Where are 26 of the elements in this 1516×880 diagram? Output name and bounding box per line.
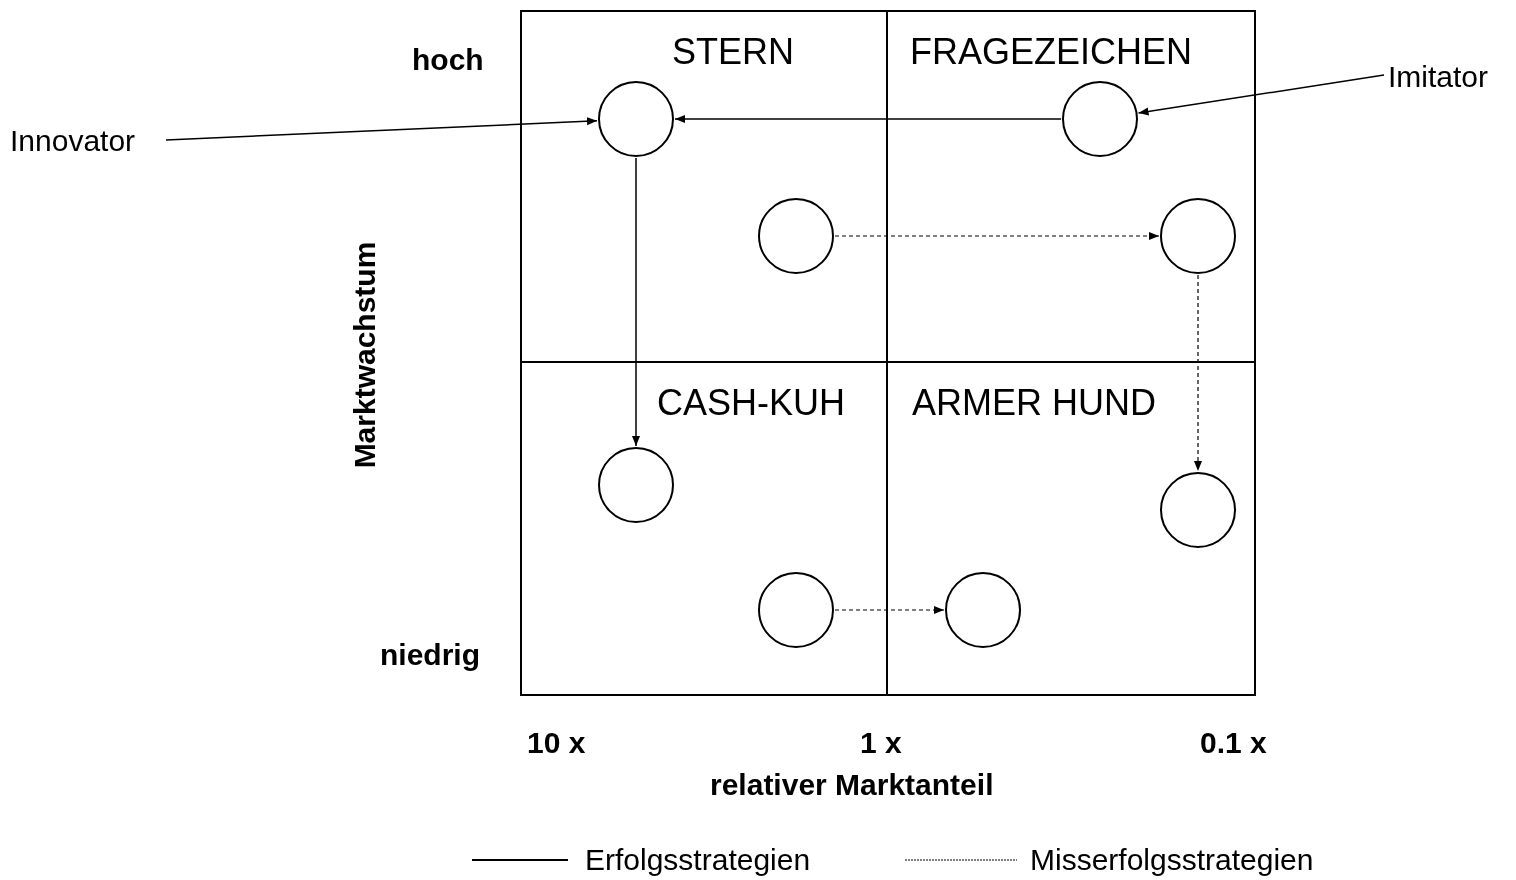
arrow <box>674 115 1062 123</box>
arrow <box>632 157 640 447</box>
callout-label: Innovator <box>10 126 136 156</box>
quadrant-box <box>886 361 1256 696</box>
quadrant-title: FRAGEZEICHEN <box>910 34 1193 70</box>
arrow <box>1194 274 1202 472</box>
axis-label: hoch <box>412 45 484 75</box>
quadrant-box <box>886 10 1256 363</box>
axis-label: niedrig <box>380 640 480 670</box>
tick-label: 1 x <box>860 728 902 758</box>
quadrant-box <box>520 361 888 696</box>
tick-label: 10 x <box>527 728 586 758</box>
legend-label: Misserfolgsstrategien <box>1030 845 1314 875</box>
quadrant-title: STERN <box>672 34 794 70</box>
leader-arrow <box>1137 74 1385 116</box>
callout-label: Imitator <box>1388 62 1489 92</box>
axis-title: relativer Marktanteil <box>710 770 994 800</box>
quadrant-box <box>520 10 888 363</box>
leader-arrow <box>165 117 598 141</box>
arrow <box>834 606 945 614</box>
tick-label: 0.1 x <box>1200 728 1267 758</box>
arrow <box>834 232 1160 240</box>
quadrant-title: CASH-KUH <box>657 385 845 421</box>
axis-title: Marktwachstum <box>350 241 380 469</box>
legend-label: Erfolgsstrategien <box>585 845 811 875</box>
quadrant-title: ARMER HUND <box>912 385 1156 421</box>
